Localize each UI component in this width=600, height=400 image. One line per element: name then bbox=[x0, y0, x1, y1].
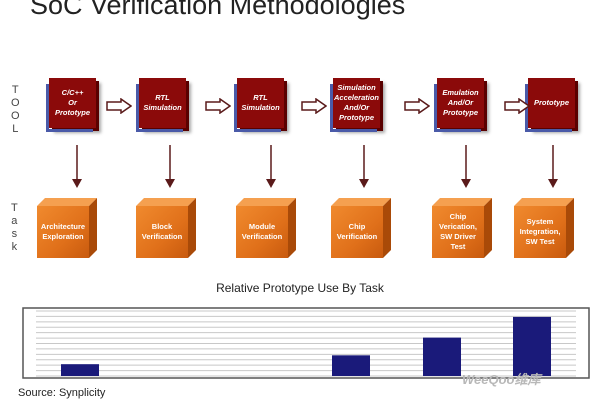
chart-bar bbox=[61, 364, 99, 376]
task-label-letter: T bbox=[11, 202, 19, 214]
task-label-letter: k bbox=[11, 241, 19, 253]
task-box-face bbox=[89, 198, 97, 258]
chart-title: Relative Prototype Use By Task bbox=[216, 281, 384, 295]
watermark: WeeQoo维库 bbox=[462, 372, 541, 387]
task-label: Block Verification bbox=[141, 222, 183, 241]
task-box-face bbox=[484, 198, 492, 258]
task-box-face bbox=[37, 198, 97, 206]
tool-label-line: RTL bbox=[155, 93, 170, 102]
down-arrow-icon bbox=[72, 145, 82, 188]
task-box: Architecture Exploration bbox=[37, 198, 97, 258]
down-arrow-icon bbox=[548, 145, 558, 188]
tool-label-line: Or bbox=[68, 98, 77, 107]
task-label: Module Verification bbox=[241, 222, 283, 241]
source-caption: Source: Synplicity bbox=[18, 387, 106, 399]
task-row-label: T a s k bbox=[11, 202, 19, 254]
task-label: System Integration, SW Test bbox=[519, 217, 561, 246]
right-arrow-icon bbox=[504, 98, 530, 114]
tool-label-line: Simulation bbox=[241, 103, 280, 112]
task-box-face bbox=[331, 206, 383, 258]
chart-bar bbox=[513, 316, 551, 376]
task-box-face bbox=[288, 198, 296, 258]
tool-label-line: Simulation bbox=[143, 103, 182, 112]
tool-box-edge bbox=[525, 129, 572, 132]
task-label: Chip Verication, SW Driver Test bbox=[439, 212, 477, 251]
task-box-face bbox=[514, 198, 574, 206]
tool-box-edge bbox=[330, 84, 333, 132]
task-box: Module Verification bbox=[236, 198, 296, 258]
tool-box-edge bbox=[434, 84, 437, 132]
tool-label-line: Simulation bbox=[337, 83, 376, 92]
task-box-face bbox=[37, 206, 89, 258]
task-label: Chip Verification bbox=[336, 222, 378, 241]
tool-label-line: Emulation bbox=[442, 88, 479, 97]
tool-label: Prototype bbox=[528, 78, 575, 128]
task-label-letter: s bbox=[11, 228, 19, 240]
tool-label-line: Prototype bbox=[533, 98, 569, 107]
tool-box-edge bbox=[136, 84, 139, 132]
tool-box: Prototype bbox=[525, 78, 575, 132]
prototype-use-chart bbox=[22, 307, 590, 379]
down-arrow-icon bbox=[461, 145, 471, 188]
right-arrow-icon bbox=[404, 98, 430, 114]
tool-box-edge bbox=[46, 129, 93, 132]
task-box-face bbox=[383, 198, 391, 258]
task-box: Chip Verification bbox=[331, 198, 391, 258]
right-arrow-icon bbox=[106, 98, 132, 114]
chart-bar bbox=[332, 355, 370, 376]
tool-label-letter: T bbox=[11, 84, 20, 96]
tool-label-letter: O bbox=[11, 110, 21, 122]
task-box-face bbox=[136, 206, 188, 258]
tool-label-line: And/Or bbox=[343, 103, 370, 112]
chart-bar bbox=[423, 337, 461, 376]
task-box-face bbox=[432, 198, 492, 206]
tool-box-edge bbox=[330, 129, 377, 132]
tool-box-edge bbox=[434, 129, 481, 132]
down-arrow-icon bbox=[359, 145, 369, 188]
tool-box-edge bbox=[46, 84, 49, 132]
tool-label-line: RTL bbox=[253, 93, 268, 102]
tool-label-line: And/Or bbox=[447, 98, 474, 107]
tool-label-line: Prototype bbox=[442, 108, 478, 117]
right-arrow-icon bbox=[301, 98, 327, 114]
tool-label-line: Acceleration bbox=[333, 93, 380, 102]
task-box: Block Verification bbox=[136, 198, 196, 258]
task-box: System Integration, SW Test bbox=[514, 198, 574, 258]
task-box-face bbox=[236, 198, 296, 206]
tool-row-label: T O O L bbox=[11, 84, 21, 136]
task-box-face bbox=[331, 198, 391, 206]
tool-box-edge bbox=[234, 129, 281, 132]
tool-box-edge bbox=[136, 129, 183, 132]
task-box: Chip Verication, SW Driver Test bbox=[432, 198, 492, 258]
right-arrow-icon bbox=[205, 98, 231, 114]
down-arrow-icon bbox=[266, 145, 276, 188]
page-title: SoC Verification Methodologies bbox=[30, 0, 406, 20]
tool-label-line: Prototype bbox=[54, 108, 90, 117]
tool-label-letter: O bbox=[11, 97, 21, 109]
task-box-face bbox=[566, 198, 574, 258]
task-box-face bbox=[514, 206, 566, 258]
task-box-face bbox=[136, 198, 196, 206]
task-box-face bbox=[188, 198, 196, 258]
task-label: Architecture Exploration bbox=[40, 222, 86, 241]
task-label-letter: a bbox=[11, 215, 19, 227]
down-arrow-icon bbox=[165, 145, 175, 188]
tool-box-edge bbox=[234, 84, 237, 132]
task-box-face bbox=[236, 206, 288, 258]
tool-label-letter: L bbox=[12, 123, 20, 135]
task-box-face bbox=[432, 206, 484, 258]
tool-label-line: Prototype bbox=[338, 113, 374, 122]
tool-label-line: C/C++ bbox=[61, 88, 84, 97]
